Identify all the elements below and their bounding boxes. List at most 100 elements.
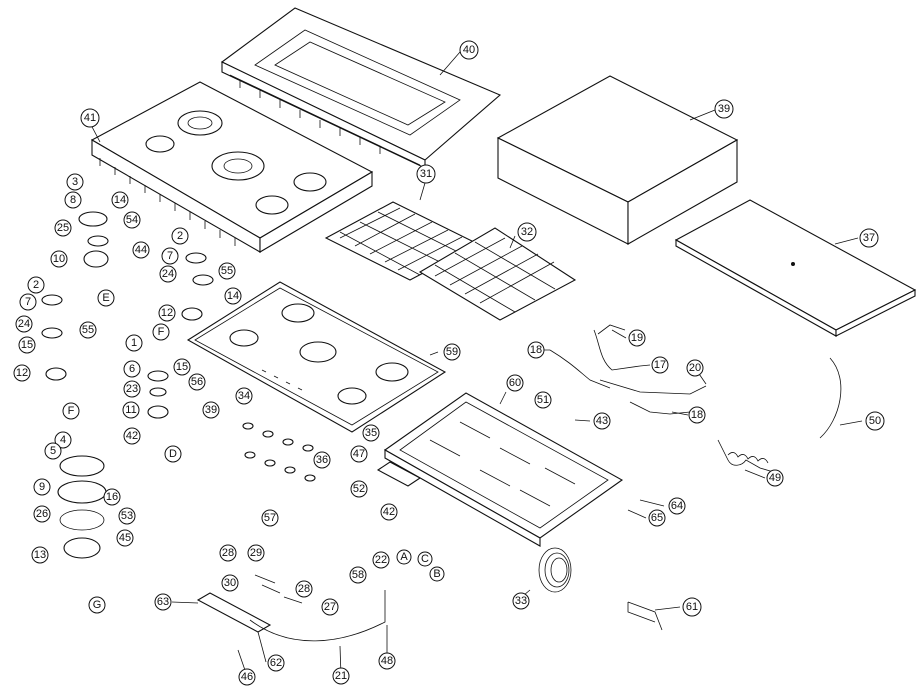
svg-text:F: F <box>158 326 165 338</box>
svg-text:59: 59 <box>446 346 458 358</box>
part-37-cover-panel <box>674 199 917 337</box>
bottom-components <box>196 461 663 642</box>
callout: 58 <box>349 566 367 584</box>
callout: 45 <box>116 529 134 547</box>
callout: 15 <box>173 358 191 376</box>
callout: A <box>396 549 412 565</box>
callout: 2 <box>27 276 45 294</box>
svg-text:58: 58 <box>352 569 364 581</box>
callout: 15 <box>18 336 36 354</box>
callout: 9 <box>33 478 51 496</box>
svg-text:60: 60 <box>509 377 521 389</box>
callout: 6 <box>123 360 141 378</box>
callout: 28 <box>295 580 313 598</box>
callout: 40 <box>459 40 479 60</box>
callout: 18 <box>527 341 545 359</box>
svg-text:40: 40 <box>463 44 475 56</box>
callout: 55 <box>79 321 97 339</box>
svg-text:49: 49 <box>769 472 781 484</box>
part-40-upper-tray <box>220 7 502 169</box>
callout: 41 <box>80 108 100 128</box>
svg-text:18: 18 <box>530 344 542 356</box>
left-burner-stacks <box>41 211 214 559</box>
callout: 16 <box>103 488 121 506</box>
callout: 4 <box>54 431 72 449</box>
callout: 43 <box>593 412 611 430</box>
svg-text:51: 51 <box>537 394 549 406</box>
callout: 47 <box>350 445 368 463</box>
callout: 33 <box>512 592 530 610</box>
callout: 42 <box>380 503 398 521</box>
svg-text:13: 13 <box>34 549 46 561</box>
callout: 22 <box>372 551 390 569</box>
svg-text:41: 41 <box>84 112 96 124</box>
callout: 24 <box>159 265 177 283</box>
callout: 12 <box>158 304 176 322</box>
svg-text:46: 46 <box>241 671 253 683</box>
callout: G <box>88 596 106 614</box>
svg-text:5: 5 <box>50 445 56 457</box>
svg-text:63: 63 <box>157 596 169 608</box>
callout: 18 <box>688 406 706 424</box>
svg-text:64: 64 <box>671 500 683 512</box>
svg-text:42: 42 <box>383 506 395 518</box>
svg-text:27: 27 <box>324 601 336 613</box>
svg-text:B: B <box>433 568 440 580</box>
svg-text:34: 34 <box>238 390 250 402</box>
svg-text:45: 45 <box>119 532 131 544</box>
part-49-50-power-cord <box>717 357 842 475</box>
svg-text:15: 15 <box>176 361 188 373</box>
svg-text:55: 55 <box>82 324 94 336</box>
svg-text:4: 4 <box>60 434 66 446</box>
svg-text:2: 2 <box>33 279 39 291</box>
callout: 36 <box>313 451 331 469</box>
svg-text:1: 1 <box>131 337 137 349</box>
callout: 54 <box>123 211 141 229</box>
svg-text:28: 28 <box>222 547 234 559</box>
svg-text:36: 36 <box>316 454 328 466</box>
callout: 32 <box>517 222 537 242</box>
svg-text:12: 12 <box>16 367 28 379</box>
svg-text:6: 6 <box>129 363 135 375</box>
callout: 5 <box>44 442 62 460</box>
callout: 39 <box>202 401 220 419</box>
callout: 25 <box>54 219 72 237</box>
svg-text:D: D <box>169 448 177 460</box>
callout: 7 <box>161 247 179 265</box>
callout: 65 <box>648 509 666 527</box>
callouts: 40 41 39 37 31 32 3 8 14 54 25 44 10 E 2… <box>13 40 885 686</box>
callout: 1 <box>125 334 143 352</box>
callout: 53 <box>118 507 136 525</box>
callout: 51 <box>534 391 552 409</box>
svg-text:42: 42 <box>126 430 138 442</box>
svg-text:12: 12 <box>161 307 173 319</box>
svg-text:56: 56 <box>191 376 203 388</box>
svg-text:G: G <box>93 599 102 611</box>
callout: 19 <box>628 329 646 347</box>
callout: 3 <box>66 173 84 191</box>
callout: 30 <box>221 574 239 592</box>
callout: 28 <box>219 544 237 562</box>
svg-text:E: E <box>102 292 109 304</box>
svg-text:15: 15 <box>21 339 33 351</box>
svg-text:35: 35 <box>365 427 377 439</box>
callout: 21 <box>332 667 350 685</box>
part-31-32-pan-supports <box>324 201 577 321</box>
svg-text:24: 24 <box>162 268 174 280</box>
svg-text:47: 47 <box>353 448 365 460</box>
callout: 46 <box>238 668 256 686</box>
svg-text:25: 25 <box>57 222 69 234</box>
callout: 44 <box>132 241 150 259</box>
svg-text:7: 7 <box>25 296 31 308</box>
part-33-coiled-hose <box>538 547 572 593</box>
callout: 57 <box>261 509 279 527</box>
svg-text:37: 37 <box>863 232 875 244</box>
callout: 50 <box>865 411 885 431</box>
svg-text:14: 14 <box>227 290 239 302</box>
svg-text:F: F <box>68 405 75 417</box>
svg-text:50: 50 <box>869 415 881 427</box>
callout: B <box>429 566 445 582</box>
callout: 2 <box>171 227 189 245</box>
svg-text:28: 28 <box>298 583 310 595</box>
callout: 52 <box>350 480 368 498</box>
